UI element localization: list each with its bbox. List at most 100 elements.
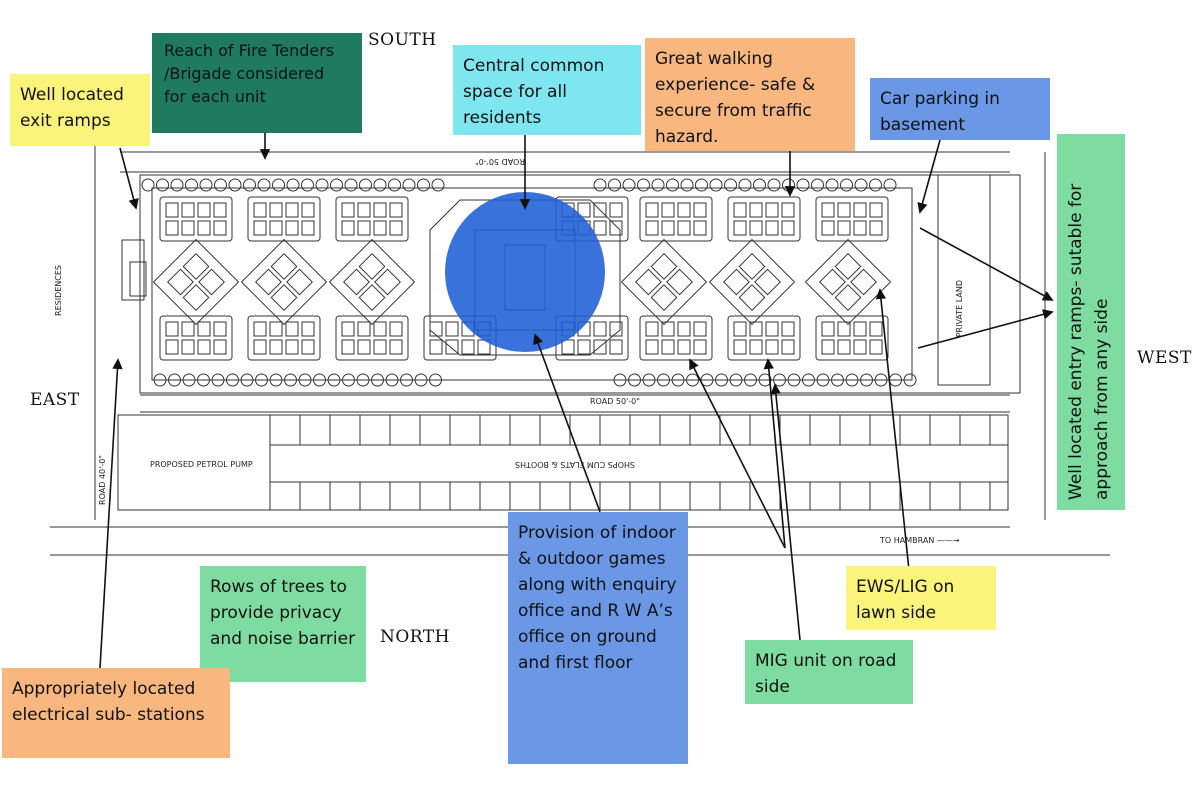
left-ramp-block: [121, 239, 145, 301]
arrow-electrical-head: [112, 358, 123, 370]
housing-unit: [661, 321, 675, 337]
arrow-entry-ramps-2-head: [1042, 309, 1054, 320]
tree-bottom: [758, 373, 772, 387]
tree-top: [840, 178, 853, 192]
arrow-entry-ramps-1-line: [919, 227, 1053, 301]
housing-unit: [749, 202, 763, 218]
tree-top: [156, 178, 169, 192]
tree-top: [199, 178, 213, 192]
site-boundary: [139, 174, 1021, 394]
housing-unit: [661, 339, 675, 355]
housing-unit: [253, 339, 267, 355]
housing-unit: [837, 202, 851, 218]
site-inner: [151, 187, 913, 381]
tree-top: [666, 178, 679, 192]
housing-unit: [577, 339, 591, 355]
housing-block: [639, 196, 713, 242]
arrow-entry-ramps-2-line: [917, 311, 1053, 349]
housing-unit: [593, 220, 607, 236]
tree-bottom: [671, 373, 685, 387]
arrow-mig-1: [689, 358, 786, 549]
compass-south: SOUTH: [368, 30, 437, 50]
tree-top: [388, 178, 401, 192]
note-mig: MIG unit on road side: [745, 640, 913, 704]
housing-unit: [819, 268, 846, 296]
housing-unit: [749, 220, 763, 236]
tree-top: [869, 178, 882, 192]
housing-unit: [373, 220, 387, 236]
housing-block-outline: [815, 196, 889, 242]
tree-top: [243, 178, 256, 192]
arrow-mig-2: [763, 358, 786, 549]
housing-unit: [197, 321, 211, 337]
tree-bottom: [874, 373, 888, 387]
housing-unit: [445, 321, 459, 337]
housing-block-outline: [639, 196, 713, 242]
housing-unit: [165, 321, 179, 337]
housing-unit: [723, 268, 750, 296]
tree-top: [402, 178, 416, 192]
compass-west: WEST: [1137, 348, 1192, 368]
arrow-mig-2-head: [763, 358, 774, 370]
housing-unit: [358, 284, 386, 311]
tree-bottom: [831, 373, 844, 387]
tree-top: [738, 178, 752, 192]
housing-unit: [645, 202, 659, 218]
tree-bottom: [686, 373, 699, 387]
tree-top: [228, 178, 242, 192]
housing-unit: [609, 220, 623, 236]
housing-unit: [445, 339, 459, 355]
tree-bottom: [773, 373, 786, 387]
diagonal-block-outline: [240, 238, 328, 326]
housing-unit: [357, 339, 371, 355]
housing-unit: [853, 339, 867, 355]
housing-block: [815, 315, 889, 361]
housing-unit: [609, 202, 623, 218]
housing-unit: [389, 202, 403, 218]
diagonal-housing-block: [804, 238, 892, 326]
housing-unit: [197, 202, 211, 218]
housing-unit: [181, 220, 195, 236]
note-exit-ramps: Well located exit ramps: [10, 74, 150, 146]
housing-unit: [577, 202, 591, 218]
housing-unit: [373, 321, 387, 337]
tree-bottom: [284, 373, 297, 387]
arrow-car-parking-head: [917, 202, 928, 214]
arrow-mig-1-head: [689, 358, 699, 371]
housing-unit: [853, 220, 867, 236]
arrow-central-space-head: [519, 199, 531, 210]
arrow-exit-ramps-head: [128, 198, 139, 210]
housing-unit: [821, 321, 835, 337]
diagonal-block-outline: [708, 238, 796, 326]
housing-unit: [301, 321, 315, 337]
diagonal-block-outline: [152, 238, 240, 326]
housing-unit: [837, 321, 851, 337]
tree-bottom: [628, 373, 641, 387]
tree-bottom: [903, 373, 917, 387]
tree-top: [373, 178, 387, 192]
housing-unit: [593, 202, 607, 218]
housing-unit: [253, 202, 267, 218]
tree-top: [301, 178, 314, 192]
arrow-walking-head: [784, 186, 796, 197]
housing-unit: [389, 321, 403, 337]
tree-bottom: [400, 373, 413, 387]
housing-block-outline: [159, 196, 233, 242]
tree-bottom: [371, 373, 384, 387]
diagonal-housing-block: [620, 238, 708, 326]
housing-unit: [561, 339, 575, 355]
housing-unit: [869, 339, 883, 355]
tree-top: [286, 178, 300, 192]
housing-unit: [645, 321, 659, 337]
note-ews-lig: EWS/LIG on lawn side: [846, 566, 996, 630]
note-central-space: Central common space for all residents: [453, 45, 641, 135]
housing-unit: [765, 321, 779, 337]
housing-block: [247, 315, 321, 361]
housing-unit: [269, 220, 283, 236]
note-electrical: Appropriately located electrical sub- st…: [2, 668, 230, 758]
housing-unit: [749, 321, 763, 337]
tree-top: [141, 178, 155, 192]
tree-bottom: [356, 373, 370, 387]
housing-unit: [677, 339, 691, 355]
